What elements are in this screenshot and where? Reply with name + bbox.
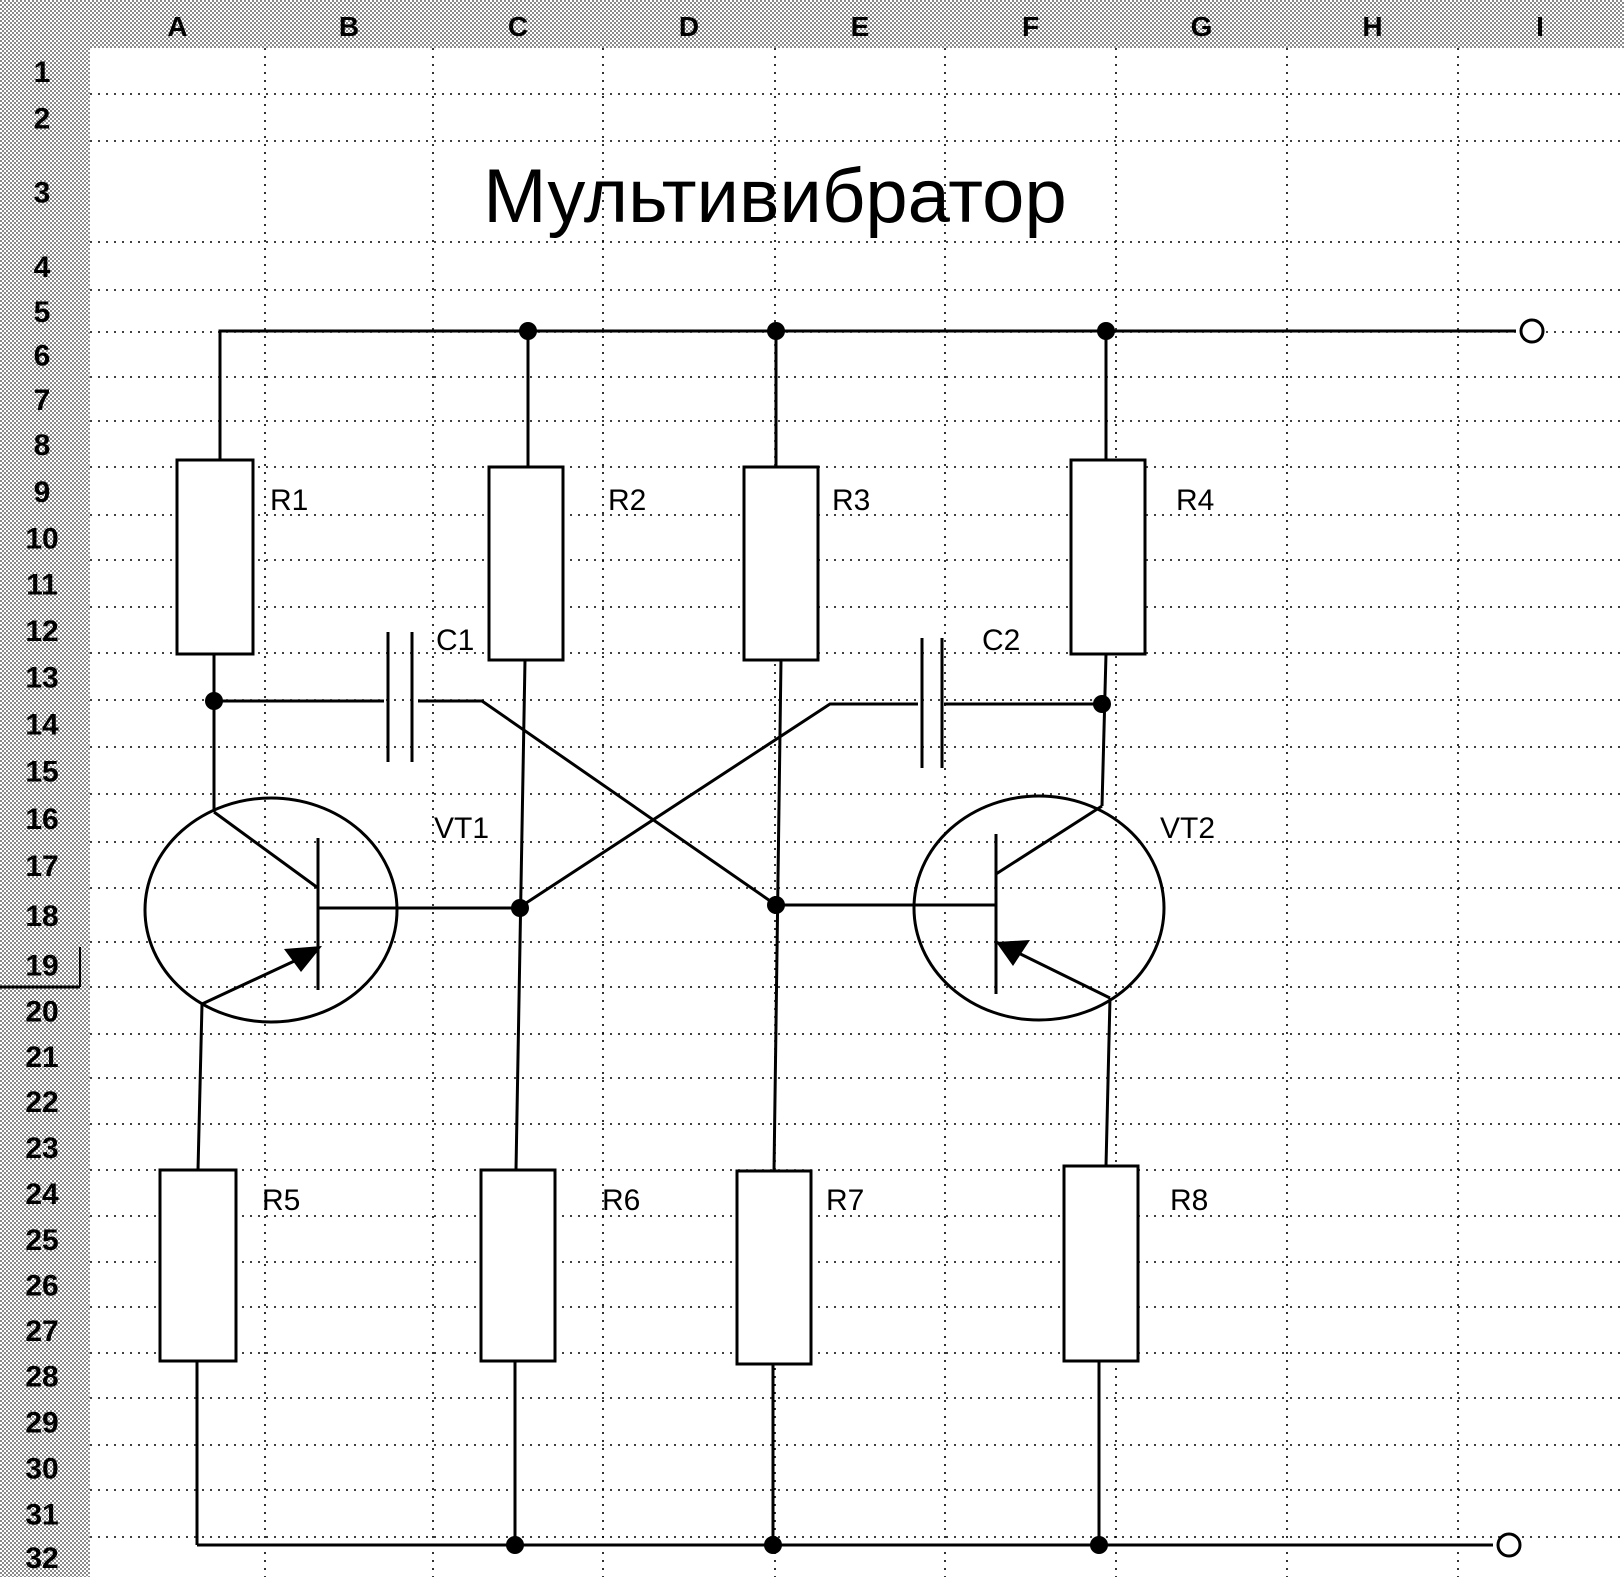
column-header-g[interactable]: G <box>1191 11 1213 42</box>
row-header-18[interactable]: 18 <box>25 900 58 933</box>
row-header-1[interactable]: 1 <box>34 56 51 89</box>
label-r1: R1 <box>270 484 308 517</box>
multivibrator-circuit: R1 R2 R3 R4 R5 R6 R7 R8 C1 C2 VT1 VT2 <box>143 318 1545 1558</box>
row-header-30[interactable]: 30 <box>25 1453 58 1486</box>
row-header-5[interactable]: 5 <box>34 296 51 329</box>
row-header-31[interactable]: 31 <box>25 1499 58 1532</box>
row-header-12[interactable]: 12 <box>25 615 58 648</box>
row-headers: 1234567891011121314151617181920212223242… <box>25 56 59 1575</box>
r3-bottom-wire <box>772 659 783 1172</box>
column-header-c[interactable]: C <box>508 11 528 42</box>
junction-dots <box>205 322 1115 1554</box>
row-header-29[interactable]: 29 <box>25 1407 58 1440</box>
top-terminal <box>1519 318 1545 344</box>
label-c1: C1 <box>436 624 474 657</box>
row-header-6[interactable]: 6 <box>34 340 51 373</box>
column-header-i[interactable]: I <box>1536 11 1544 42</box>
resistor-r3 <box>742 465 820 662</box>
label-vt2: VT2 <box>1160 812 1215 845</box>
vt1-emitter-wire <box>196 1003 204 1171</box>
row-header-20[interactable]: 20 <box>25 996 58 1029</box>
r4-bottom-wire <box>1100 653 1108 807</box>
row-header-22[interactable]: 22 <box>25 1086 58 1119</box>
column-header-e[interactable]: E <box>851 11 870 42</box>
transistor-vt1 <box>143 796 399 1024</box>
resistor-r7 <box>735 1169 813 1366</box>
row-header-14[interactable]: 14 <box>25 709 59 742</box>
resistor-r5 <box>158 1168 238 1363</box>
row-header-27[interactable]: 27 <box>25 1315 58 1348</box>
column-headers: A B C D E F G H I <box>167 11 1544 42</box>
resistor-r2 <box>487 465 565 662</box>
row-header-4[interactable]: 4 <box>34 251 51 284</box>
resistor-r6 <box>479 1168 557 1363</box>
label-r8: R8 <box>1170 1184 1208 1217</box>
row-header-19[interactable]: 19 <box>25 950 58 983</box>
row-header-8[interactable]: 8 <box>34 429 51 462</box>
row-header-7[interactable]: 7 <box>34 384 51 417</box>
row-header-2[interactable]: 2 <box>34 103 51 136</box>
row-header-25[interactable]: 25 <box>25 1224 58 1257</box>
transistor-vt2 <box>912 794 1166 1022</box>
column-header-d[interactable]: D <box>679 11 699 42</box>
row-header-26[interactable]: 26 <box>25 1270 58 1303</box>
row-header-32[interactable]: 32 <box>25 1542 58 1575</box>
resistor-r1 <box>175 458 255 656</box>
row-header-11[interactable]: 11 <box>26 569 58 602</box>
c1-right-wire <box>418 699 777 907</box>
bottom-terminal <box>1496 1532 1522 1558</box>
column-header-f[interactable]: F <box>1022 11 1039 42</box>
row-header-13[interactable]: 13 <box>25 662 58 695</box>
label-c2: C2 <box>982 624 1020 657</box>
row-header-23[interactable]: 23 <box>25 1132 58 1165</box>
select-all-corner[interactable] <box>0 0 90 48</box>
row-header-9[interactable]: 9 <box>34 476 51 509</box>
label-r6: R6 <box>602 1184 640 1217</box>
row-header-28[interactable]: 28 <box>25 1361 58 1394</box>
row-header-16[interactable]: 16 <box>25 803 58 836</box>
row-header-bar <box>0 0 90 1577</box>
resistor-r4 <box>1069 458 1147 656</box>
label-r3: R3 <box>832 484 870 517</box>
row-header-24[interactable]: 24 <box>25 1178 59 1211</box>
row-header-10[interactable]: 10 <box>25 523 58 556</box>
column-header-a[interactable]: A <box>167 11 187 42</box>
diagram-title: Мультивибратор <box>483 154 1066 239</box>
vt2-emitter-wire <box>1104 997 1112 1167</box>
row-header-3[interactable]: 3 <box>34 177 51 210</box>
label-vt1: VT1 <box>434 812 489 845</box>
label-r7: R7 <box>826 1184 864 1217</box>
resistor-r8 <box>1062 1164 1140 1363</box>
column-header-b[interactable]: B <box>339 11 359 42</box>
column-header-h[interactable]: H <box>1362 11 1382 42</box>
row-header-17[interactable]: 17 <box>25 850 58 883</box>
row-header-15[interactable]: 15 <box>25 756 58 789</box>
column-header-bar <box>0 0 1624 48</box>
c2-left-wire <box>519 702 918 909</box>
row-header-21[interactable]: 21 <box>25 1041 58 1074</box>
label-r4: R4 <box>1176 484 1214 517</box>
top-rail-wire <box>218 329 1516 460</box>
label-r5: R5 <box>262 1184 300 1217</box>
label-r2: R2 <box>608 484 646 517</box>
